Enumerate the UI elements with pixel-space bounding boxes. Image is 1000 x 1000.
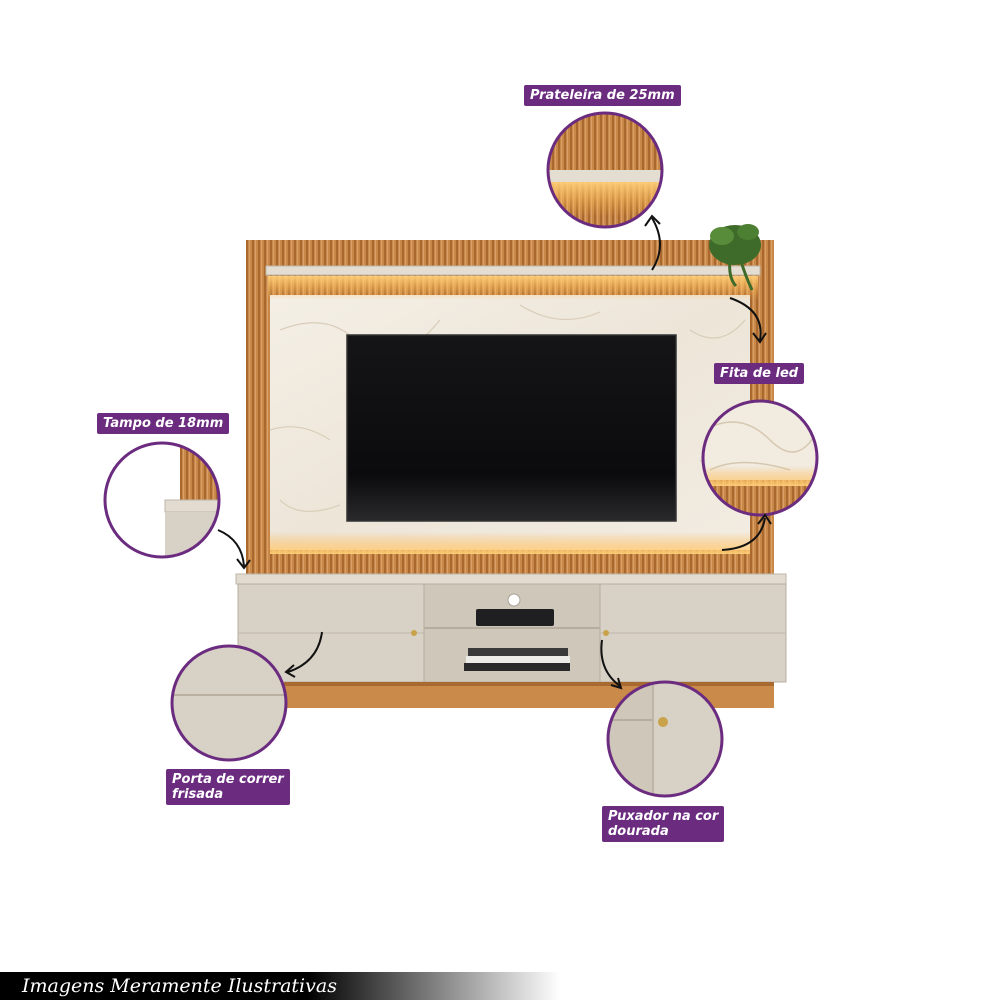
disclaimer-bar	[0, 972, 560, 1000]
plant-decoration	[709, 224, 761, 291]
top-callout-text: Tampo de 18mm	[103, 416, 224, 431]
door-callout-line1: Porta de correr	[172, 772, 284, 787]
receiver-box	[476, 609, 554, 626]
door-callout-line2: frisada	[172, 787, 224, 802]
led-callout-text: Fita de led	[720, 366, 799, 381]
led-detail-circle	[703, 401, 817, 515]
door-detail-circle	[172, 646, 286, 760]
books	[468, 648, 568, 656]
gold-handle-right	[603, 630, 609, 636]
handle-callout-line2: dourada	[608, 824, 669, 839]
shelf-callout-label: Prateleira de 25mm	[524, 85, 681, 106]
top-callout-label: Tampo de 18mm	[97, 413, 230, 434]
disclaimer-text: Imagens Meramente Ilustrativas	[22, 975, 337, 997]
door-callout-label: Porta de correr frisada	[166, 769, 290, 805]
gold-handle-left	[411, 630, 417, 636]
led-callout-label: Fita de led	[714, 363, 805, 384]
shelf-detail-circle	[548, 113, 662, 227]
top-detail-circle	[105, 443, 219, 557]
pointer-arrows	[217, 214, 772, 690]
handle-callout-line1: Puxador na cor	[608, 809, 719, 824]
tv-screen	[346, 334, 677, 522]
shelf-callout-text: Prateleira de 25mm	[530, 88, 675, 103]
top-shelf	[265, 265, 761, 276]
handle-detail-circle	[608, 682, 722, 796]
rack-top	[235, 573, 787, 585]
handle-callout-label: Puxador na cor dourada	[602, 806, 725, 842]
